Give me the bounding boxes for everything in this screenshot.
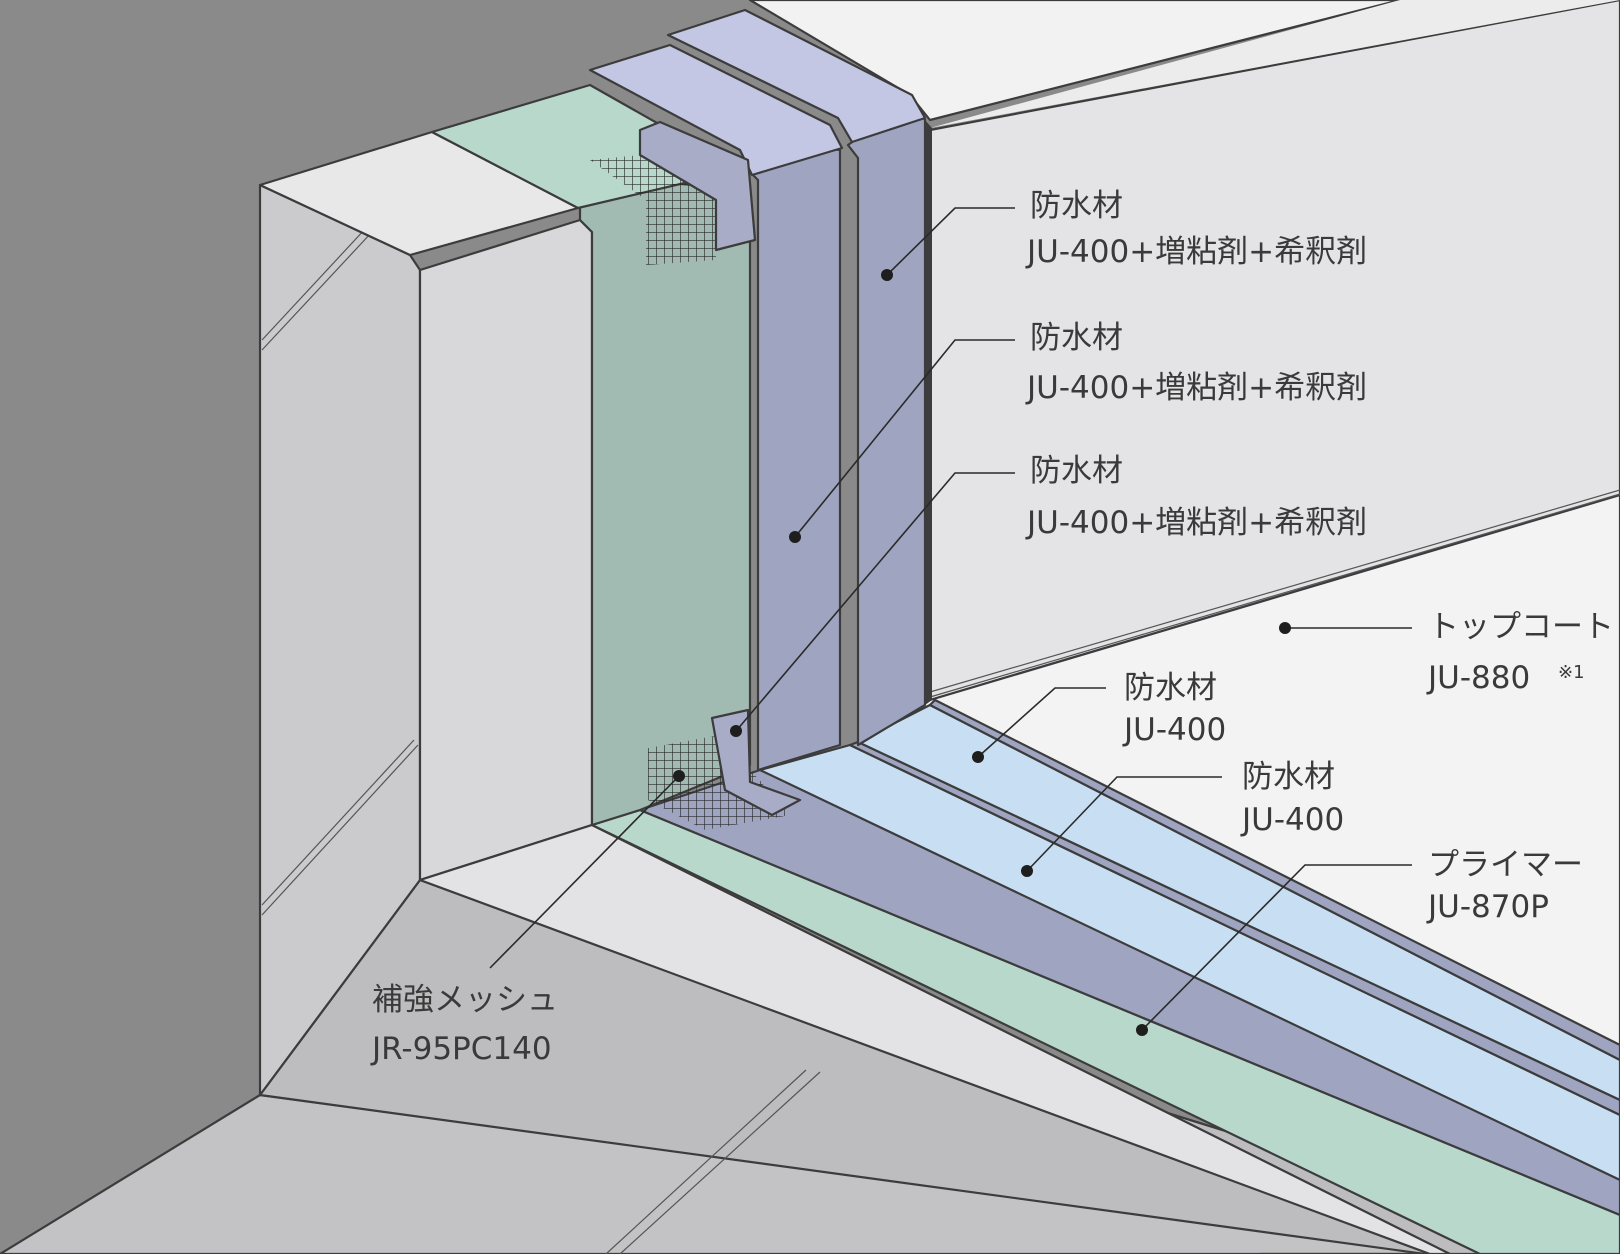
label-floor-layer-1: 防水材 JU-400 bbox=[1021, 759, 1344, 877]
label-line2: JU-400 bbox=[1122, 712, 1226, 748]
floor-topcoat-edge bbox=[928, 698, 1620, 1062]
label-mesh: 補強メッシュ JR-95PC140 bbox=[370, 770, 685, 1067]
floor-layer-2-edge bbox=[848, 740, 1620, 1117]
floor-edge-line bbox=[929, 493, 1620, 698]
surface-line bbox=[261, 227, 367, 341]
label-line2: JR-95PC140 bbox=[370, 1031, 552, 1067]
leader-dot bbox=[730, 725, 742, 737]
back-wall-top-right bbox=[930, 0, 1620, 128]
leader-dot bbox=[789, 531, 801, 543]
label-line1: 防水材 bbox=[1242, 759, 1335, 795]
label-note: ※1 bbox=[1558, 662, 1585, 683]
label-line2: JU-880 bbox=[1426, 660, 1530, 696]
leader-dot bbox=[1279, 622, 1291, 634]
leader-dot bbox=[673, 770, 685, 782]
wall-layer-1-top bbox=[588, 43, 844, 177]
leader-dot bbox=[1021, 865, 1033, 877]
label-line2: JU-400+増粘剤+希釈剤 bbox=[1025, 505, 1367, 541]
label-wall-layer-3: 防水材 JU-400+増粘剤+希釈剤 bbox=[881, 188, 1367, 281]
surface-line bbox=[261, 744, 419, 916]
label-wall-layer-2: 防水材 JU-400+増粘剤+希釈剤 bbox=[789, 320, 1367, 543]
surface-line bbox=[261, 231, 373, 351]
label-wall-layer-1: 防水材 JU-400+増粘剤+希釈剤 bbox=[730, 453, 1367, 737]
leader-line bbox=[489, 775, 680, 969]
leader-line bbox=[1141, 864, 1412, 1031]
label-line2: JU-400+増粘剤+希釈剤 bbox=[1025, 370, 1367, 406]
surface-line bbox=[619, 1071, 821, 1254]
surface-line bbox=[605, 1069, 807, 1254]
label-topcoat: トップコート JU-880 ※1 bbox=[1279, 609, 1614, 696]
floor-concrete-edge bbox=[418, 823, 1452, 1254]
label-line1: 防水材 bbox=[1124, 670, 1217, 706]
leader-dot bbox=[972, 751, 984, 763]
label-line1: 防水材 bbox=[1030, 188, 1123, 224]
mesh-top-cap bbox=[638, 120, 757, 252]
wall-layer-2-top bbox=[666, 8, 927, 144]
leader-dot bbox=[881, 269, 893, 281]
leader-line bbox=[794, 339, 1015, 538]
label-primer: プライマー JU-870P bbox=[1136, 847, 1583, 1036]
label-line1: プライマー bbox=[1428, 847, 1583, 883]
parapet-inner-face bbox=[418, 218, 594, 882]
leader-line bbox=[886, 207, 1015, 276]
leader-line bbox=[977, 687, 1106, 758]
label-floor-layer-2: 防水材 JU-400 bbox=[972, 670, 1226, 763]
floor-layer-1-band bbox=[758, 743, 1620, 1182]
wall-layer-2 bbox=[846, 98, 927, 747]
label-line1: 補強メッシュ bbox=[372, 982, 558, 1018]
leader-line bbox=[735, 472, 1015, 732]
back-wall-top bbox=[748, 0, 1402, 122]
label-line1: 防水材 bbox=[1030, 320, 1123, 356]
label-line2: JU-400 bbox=[1240, 802, 1344, 838]
label-line1: トップコート bbox=[1428, 609, 1614, 645]
floor-edge-line bbox=[929, 489, 1620, 693]
label-line2: JU-870P bbox=[1426, 889, 1549, 925]
label-line1: 防水材 bbox=[1030, 453, 1123, 489]
wall-layer-3-edge bbox=[925, 120, 932, 705]
label-line2: JU-400+増粘剤+希釈剤 bbox=[1025, 234, 1367, 270]
leader-line bbox=[1026, 776, 1222, 872]
surface-line bbox=[261, 739, 415, 906]
leader-dot bbox=[1136, 1024, 1148, 1036]
